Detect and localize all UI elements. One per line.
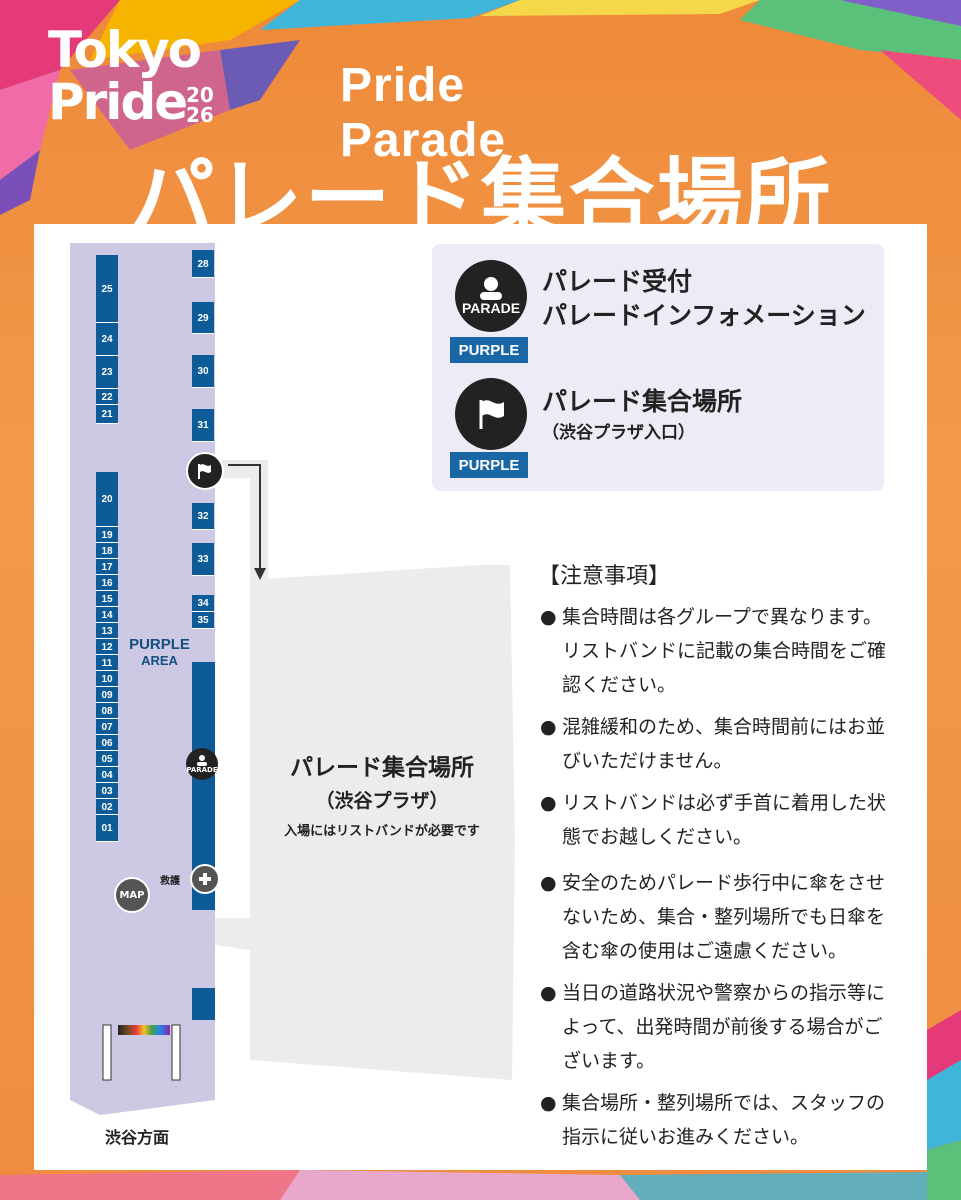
parking-block-07: 07 [96, 719, 118, 735]
legend-item1-line1: パレード受付 [542, 267, 693, 296]
direction-label: 渋谷方面 [105, 1128, 170, 1147]
parking-block-02: 02 [96, 799, 118, 815]
note-item: ●リストバンドは必ず手首に着用した状態でお越しください。 [540, 786, 890, 854]
parking-block-14: 14 [96, 607, 118, 623]
parking-block-19: 19 [96, 527, 118, 543]
map-marker-icon: MAP [114, 877, 150, 913]
parking-block-16: 16 [96, 575, 118, 591]
note-text: 当日の道路状況や警察からの指示等によって、出発時間が前後する場合がございます。 [562, 982, 886, 1072]
note-bullet: ● [540, 982, 557, 1004]
flag-icon [186, 452, 224, 490]
note-text: リストバンドは必ず手首に着用した状態でお越しください。 [562, 792, 886, 848]
parade-reception-icon: PARADE [186, 748, 218, 780]
parade-legend-icon-label: PARADE [461, 300, 521, 316]
note-bullet: ● [540, 716, 557, 738]
legend-tag-1: PURPLE [450, 337, 528, 363]
tokyo-pride-logo: Tokyo Pride 20 26 [48, 25, 223, 135]
logo-line1: Tokyo [48, 21, 202, 79]
purple-area-line2: AREA [141, 653, 178, 668]
parking-block-17: 17 [96, 559, 118, 575]
flag-legend-icon [455, 378, 527, 450]
plaza-subtitle: （渋谷プラザ） [315, 790, 449, 812]
note-item: ●集合時間は各グループで異なります。リストバンドに記載の集合時間をご確認ください… [540, 600, 890, 702]
legend-item1-line2: パレードインフォメーション [542, 301, 866, 330]
parking-block-21: 21 [96, 405, 118, 424]
note-item: ●集合場所・整列場所では、スタッフの指示に従いお進みください。 [540, 1086, 890, 1154]
plaza-note: 入場にはリストバンドが必要です [284, 824, 480, 839]
parking-block-01: 01 [96, 815, 118, 842]
parking-block-25: 25 [96, 255, 118, 323]
parking-block-09: 09 [96, 687, 118, 703]
parking-block-12: 12 [96, 639, 118, 655]
parking-block-35: 35 [192, 612, 214, 629]
parade-reception-legend-icon: PARADE [455, 260, 527, 332]
logo-year-bottom: 26 [186, 103, 214, 127]
rescue-label: 救護 [160, 876, 180, 887]
parking-block-34: 34 [192, 595, 214, 612]
parking-block-23: 23 [96, 356, 118, 389]
note-item: ●当日の道路状況や警察からの指示等によって、出発時間が前後する場合がございます。 [540, 976, 890, 1078]
note-text: 混雑緩和のため、集合時間前にはお並びいただけません。 [562, 716, 886, 772]
parking-block-11: 11 [96, 655, 118, 671]
note-bullet: ● [540, 606, 557, 628]
page-subtitle: Pride Parade [340, 59, 507, 167]
parking-block-04: 04 [96, 767, 118, 783]
note-bullet: ● [540, 792, 557, 814]
parking-block-10: 10 [96, 671, 118, 687]
parking-block-08: 08 [96, 703, 118, 719]
logo-year-top: 20 [186, 83, 214, 107]
note-text: 集合時間は各グループで異なります。リストバンドに記載の集合時間をご確認ください。 [562, 606, 886, 696]
purple-area-line1: PURPLE [129, 636, 190, 653]
legend-item2-line2: （渋谷プラザ入口） [542, 423, 695, 443]
logo-year: 20 26 [186, 85, 214, 125]
plaza-area [215, 565, 515, 1080]
note-text: 集合場所・整列場所では、スタッフの指示に従いお進みください。 [562, 1092, 886, 1148]
parking-block-06: 06 [96, 735, 118, 751]
parking-block-13: 13 [96, 623, 118, 639]
legend-box: PARADE PURPLE パレード受付 パレードインフォメーション PURPL… [432, 244, 884, 491]
notes-heading: 【注意事項】 [538, 564, 671, 589]
route-arrow [228, 464, 261, 572]
note-bullet: ● [540, 872, 557, 894]
parking-block-33: 33 [192, 543, 214, 576]
logo-line2: Pride [48, 73, 188, 131]
parking-block-28: 28 [192, 250, 214, 278]
parking-block-03: 03 [96, 783, 118, 799]
legend-tag-2: PURPLE [450, 452, 528, 478]
purple-area [70, 243, 215, 1115]
parade-icon-label: PARADE [186, 766, 218, 774]
note-item: ●混雑緩和のため、集合時間前にはお並びいただけません。 [540, 710, 890, 778]
parking-block-18: 18 [96, 543, 118, 559]
parking-block-15: 15 [96, 591, 118, 607]
access-path [215, 460, 268, 580]
note-item: ●安全のためパレード歩行中に傘をさせないため、集合・整列場所でも日傘を含む傘の使… [540, 866, 890, 968]
first-aid-icon [190, 864, 220, 894]
plaza-title: パレード集合場所 [290, 755, 474, 781]
parking-block-22: 22 [96, 389, 118, 405]
parking-block-31: 31 [192, 409, 214, 442]
confetti-decoration-bottom [0, 1010, 961, 1200]
map-marker-label: MAP [119, 889, 145, 901]
parking-block-05: 05 [96, 751, 118, 767]
confetti-decoration-top [0, 0, 961, 215]
legend-item2-line1: パレード集合場所 [542, 387, 743, 416]
purple-area-label: PURPLE AREA [122, 636, 197, 668]
parking-block-30: 30 [192, 355, 214, 388]
note-bullet: ● [540, 1092, 557, 1114]
parking-block-24: 24 [96, 323, 118, 356]
parking-block-32: 32 [192, 503, 214, 530]
parking-block-29: 29 [192, 302, 214, 334]
parking-block-20: 20 [96, 472, 118, 527]
note-text: 安全のためパレード歩行中に傘をさせないため、集合・整列場所でも日傘を含む傘の使用… [562, 872, 886, 962]
